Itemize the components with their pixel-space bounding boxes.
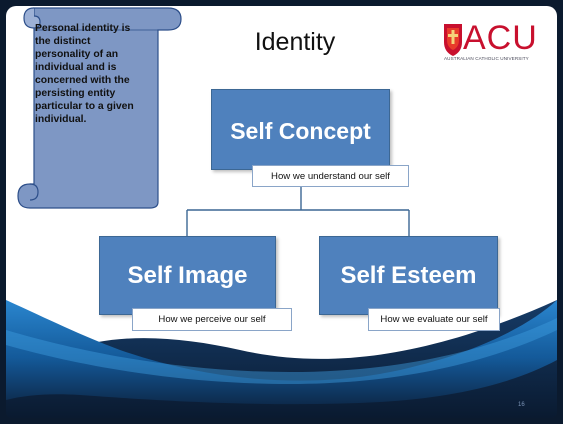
self-concept-label: How we understand our self [252,165,409,187]
self-esteem-box: Self Esteem [319,236,498,315]
self-image-label: How we perceive our self [132,308,292,331]
page-number: 16 [518,402,525,408]
acu-logo [444,24,462,56]
logo-subtitle: AUSTRALIAN CATHOLIC UNIVERSITY [444,56,529,61]
scroll-banner [17,7,182,209]
self-concept-box: Self Concept [211,89,390,170]
self-image-box: Self Image [99,236,276,315]
scroll-text: Personal identity is the distinct person… [35,23,134,125]
self-esteem-label: How we evaluate our self [368,308,500,331]
slide-title: Identity [254,28,336,56]
logo-wordmark: ACU [463,19,538,57]
